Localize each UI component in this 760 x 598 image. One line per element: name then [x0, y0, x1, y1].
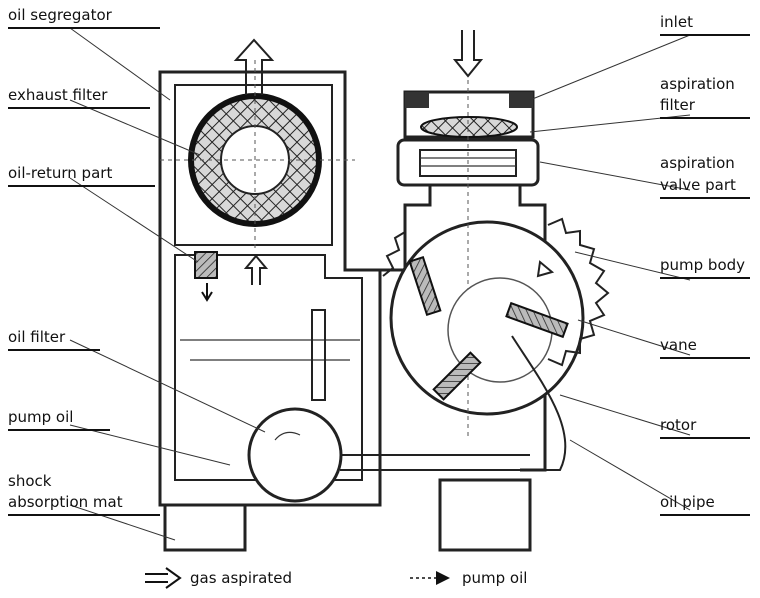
oil-return-part — [194, 251, 218, 302]
inlet-arrow — [452, 30, 484, 78]
label-shock-line1: shock — [8, 472, 52, 490]
leader-lines — [69, 27, 691, 541]
label-pump-body: pump body — [660, 256, 745, 274]
legend: gas aspirated pump oil — [145, 567, 527, 589]
label-underlines — [8, 27, 750, 516]
exhaust-filter — [160, 60, 355, 250]
label-aspiration-filter-line1: aspiration — [660, 75, 735, 93]
oil-pipe — [511, 335, 567, 471]
pump-body-teeth — [382, 217, 610, 367]
label-aspiration-filter-line2: filter — [660, 96, 696, 114]
rotation-arrow — [536, 260, 555, 278]
label-vane: vane — [660, 336, 697, 354]
label-aspiration-valve-line1: aspiration — [660, 154, 735, 172]
label-shock-line2: absorption mat — [8, 493, 123, 511]
label-oil-segregator: oil segregator — [8, 6, 113, 24]
legend-gas-aspirated: gas aspirated — [190, 569, 292, 587]
gas-outlet-arrow — [233, 38, 275, 95]
label-oil-return-part: oil-return part — [8, 164, 112, 182]
gas-aspirated-arrow-icon — [145, 567, 182, 589]
label-exhaust-filter: exhaust filter — [8, 86, 108, 104]
vanes — [408, 255, 569, 401]
label-oil-pipe: oil pipe — [660, 493, 715, 511]
gas-up-arrow — [243, 254, 269, 285]
label-pump-oil: pump oil — [8, 408, 73, 426]
pump-oil-arrow-icon — [410, 571, 450, 585]
aspiration-filter — [403, 90, 535, 139]
label-aspiration-valve-line2: valve part — [660, 176, 736, 194]
shock-absorption-mat — [163, 478, 532, 552]
oil-filter — [247, 407, 343, 503]
label-rotor: rotor — [660, 416, 697, 434]
connecting-pipe — [311, 309, 540, 471]
legend-pump-oil: pump oil — [462, 569, 527, 587]
label-oil-filter: oil filter — [8, 328, 66, 346]
label-inlet: inlet — [660, 13, 693, 31]
